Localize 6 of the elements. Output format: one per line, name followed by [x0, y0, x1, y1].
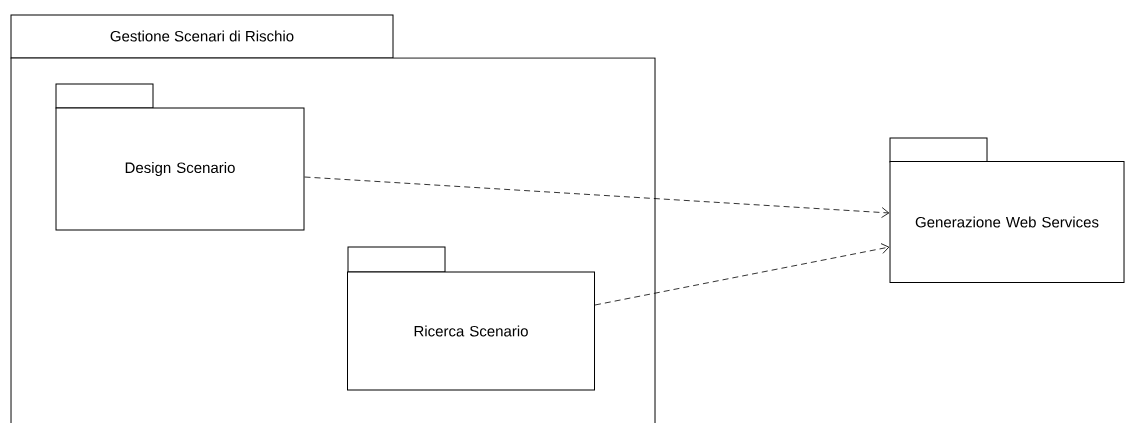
dependency-arrow	[594, 243, 890, 306]
package-box: Generazione Web Services	[889, 137, 1125, 283]
package-box: Design Scenario	[55, 83, 305, 231]
package-box: Ricerca Scenario	[347, 246, 595, 391]
node-label: Gestione Scenari di Rischio	[110, 30, 294, 42]
dependency-arrow	[304, 176, 890, 218]
